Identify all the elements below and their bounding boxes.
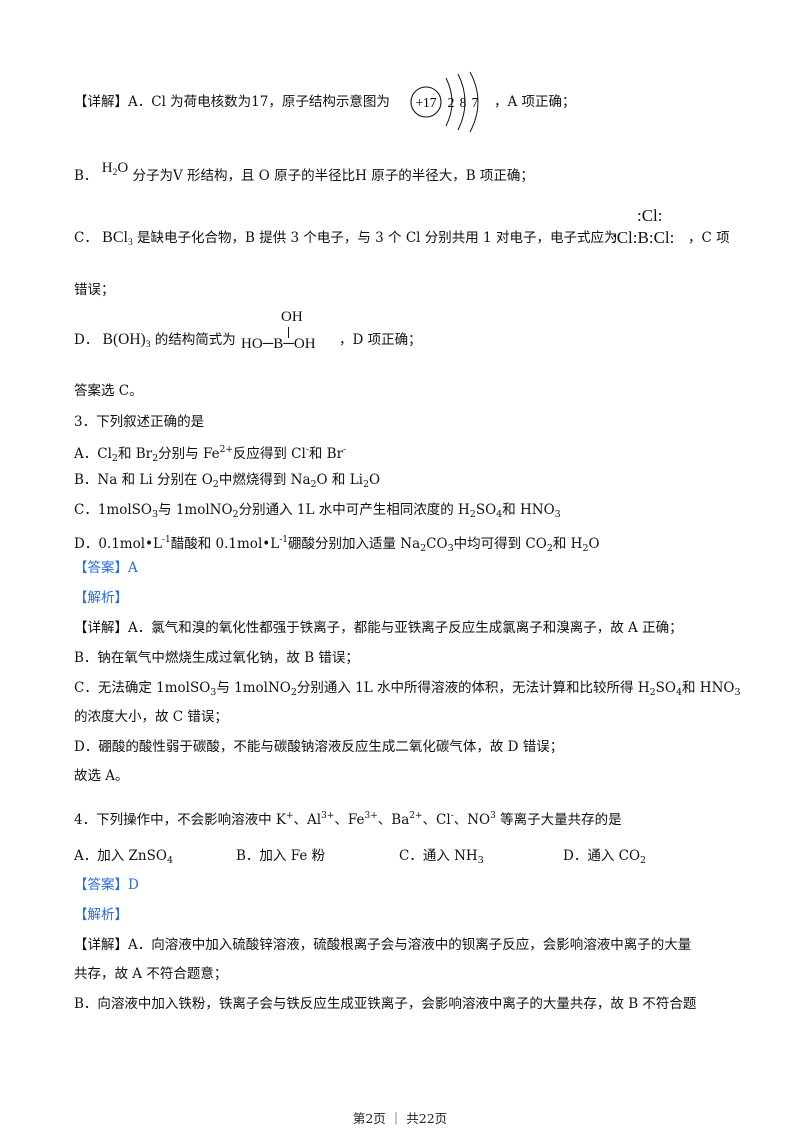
q2-c-suffix: ，C 项 [688,228,730,248]
q2-answer: 答案选 C。 [74,383,143,399]
q4-option-a: A．加入 ZnSO4 [74,848,173,866]
q4-detail-a1: 【详解】A．向溶液中加入硫酸锌溶液，硫酸根离子会与溶液中的钡离子反应，会影响溶液… [74,937,692,953]
q2-d-suffix: ，D 项正确； [339,330,422,350]
struct-top: OH [281,309,303,325]
q2-detail-c: C． BCl3 是缺电子化合物，B 提供 3 个电子，与 3 个 Cl 分别共用… [74,228,617,253]
boh3-formula: B(OH)3 [102,331,151,350]
q2-c-cont-text: 错误； [74,282,115,298]
lewis-top: :Cl: [637,206,663,225]
q2-a-suffix-text: ，A 项正确； [494,94,576,110]
q3-option-a: A．Cl2和 Br2分别与 Fe2+反应得到 Cl-和 Br- [74,445,347,464]
q3-stem: 3．下列叙述正确的是 [74,414,205,430]
q2-d-text: 的结构简式为 [154,332,236,348]
q4-analysis-label: 【解析】 [74,907,128,923]
q2-c-cont: 错误； [74,280,115,300]
q2-d-suffix-text: ，D 项正确； [339,332,422,348]
q2-a-suffix: ，A 项正确； [494,92,576,112]
q3-option-b: B．Na 和 Li 分别在 O2中燃烧得到 Na2O 和 Li2O [74,472,381,490]
q2-a-text: 【详解】A．Cl 为荷电核数为17，原子结构示意图为 [74,94,390,110]
q3-option-c: C．1molSO3与 1molNO2分别通入 1L 水中可产生相同浓度的 H2S… [74,502,561,520]
q2-detail-d: D． B(OH)3 的结构简式为 [74,330,236,355]
q3-answer-label: 【答案】A [74,560,138,576]
q4-answer-label: 【答案】D [74,877,139,893]
q3-detail-c: C．无法确定 1molSO3与 1molNO2分别通入 1L 水中所得溶液的体积… [74,680,741,698]
q3-detail-c2: 的浓度大小，故 C 错误； [74,709,228,725]
q2-b-prefix: B． [74,168,98,184]
q2-c-prefix: C． [74,230,98,246]
struct-main: HO─B─OH [241,336,316,352]
q2-b-text: 分子为V 形结构，且 O 原子的半径比H 原子的半径大，B 项正确； [132,168,534,184]
q2-c-suffix-text: ，C 项 [688,230,730,246]
bcl3-formula: BCl3 [102,229,133,248]
atom-structure-diagram: +17 2 8 7 [410,71,479,133]
q3-detail-d: D．硼酸的酸性弱于碳酸，不能与碳酸钠溶液反应生成二氧化碳气体，故 D 错误； [74,739,564,755]
atom-shell-1: 2 [448,95,455,110]
lewis-main: :Cl:B:Cl: [612,228,675,247]
q4-detail-b1: B．向溶液中加入铁粉，铁离子会与铁反应生成亚铁离子，会影响溶液中离子的大量共存，… [74,996,697,1012]
atom-shell-3: 7 [472,95,479,110]
q2-c-text: 是缺电子化合物，B 提供 3 个电子，与 3 个 Cl 分别共用 1 对电子，电… [136,230,618,246]
q3-detail-b: B．钠在氧气中燃烧生成过氧化钠，故 B 错误； [74,650,359,666]
q3-detail-a: 【详解】A．氯气和溴的氧化性都强于铁离子，都能与亚铁离子反应生成氯离子和溴离子，… [74,620,683,636]
h2o-formula: H2O [101,160,129,178]
q3-option-d: D．0.1mol•L-1醋酸和 0.1mol•L-1硼酸分别加入适量 Na2CO… [74,535,600,554]
q3-analysis-label: 【解析】 [74,590,128,606]
atom-shell-2: 8 [460,95,467,110]
q2-detail-a: 【详解】A．Cl 为荷电核数为17，原子结构示意图为 [74,92,390,112]
atom-nucleus: +17 [415,95,436,110]
q2-d-prefix: D． [74,332,99,348]
q4-option-c: C．通入 NH3 [399,848,484,866]
q3-conclusion: 故选 A。 [74,768,129,784]
q4-option-d: D．通入 CO2 [563,848,647,866]
q2-detail-b: B． H2O 分子为V 形结构，且 O 原子的半径比H 原子的半径大，B 项正确… [74,160,534,191]
struct-bond [288,327,289,338]
q4-stem: 4．下列操作中，不会影响溶液中 K+、Al3+、Fe3+、Ba2+、Cl-、NO… [74,811,622,828]
q4-detail-a2: 共存，故 A 不符合题意； [74,966,228,982]
q4-option-b: B．加入 Fe 粉 [236,848,326,864]
page-footer: 第2页 ｜ 共22页 [352,1111,448,1126]
